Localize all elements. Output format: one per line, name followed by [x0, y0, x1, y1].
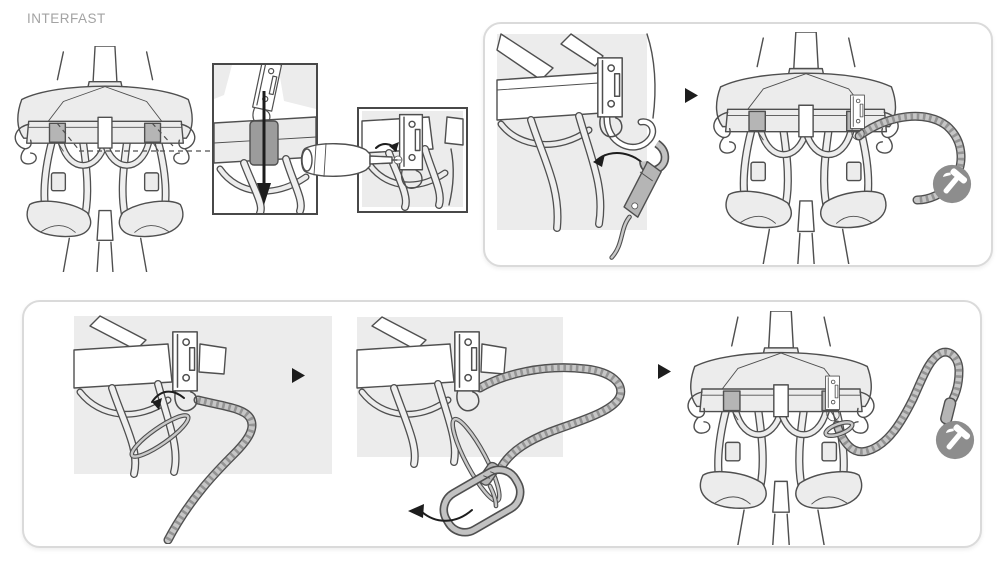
- hammer-icon: [935, 420, 975, 460]
- step-pass-connector: [356, 316, 626, 537]
- next-arrow-icon: [685, 88, 698, 103]
- rotate-arrow-icon: [375, 142, 399, 152]
- pass-connector-arrow-icon: [408, 504, 473, 522]
- step-pass-loop: [73, 315, 332, 544]
- carabiner: [439, 465, 525, 537]
- hammer-icon: [932, 164, 972, 204]
- insert-clip-illustration: [214, 65, 316, 213]
- insert-down-arrow-icon: [257, 91, 271, 205]
- page-title: INTERFAST: [27, 11, 106, 26]
- step-lanyard-attached: [699, 28, 972, 266]
- tool-lanyard: [163, 395, 257, 544]
- leader-lines: [56, 122, 212, 152]
- step-girth-complete: [657, 307, 975, 549]
- panel-clip-attachment: [483, 22, 993, 267]
- tool-lanyard: [832, 347, 964, 457]
- webbing-loop: [823, 419, 855, 439]
- panel-girth-hitch: [22, 300, 982, 548]
- pass-loop-arrow-icon: [151, 390, 185, 410]
- lanyard-connector: [940, 397, 957, 433]
- tool-hook-connector: [609, 140, 670, 260]
- tool-lanyard: [475, 363, 626, 471]
- next-arrow-icon: [292, 368, 305, 383]
- webbing-loop: [129, 413, 191, 459]
- step-attach-connector: [496, 33, 670, 260]
- screwdriver-icon: [300, 142, 399, 177]
- detail-box-insert-clip: [212, 63, 318, 215]
